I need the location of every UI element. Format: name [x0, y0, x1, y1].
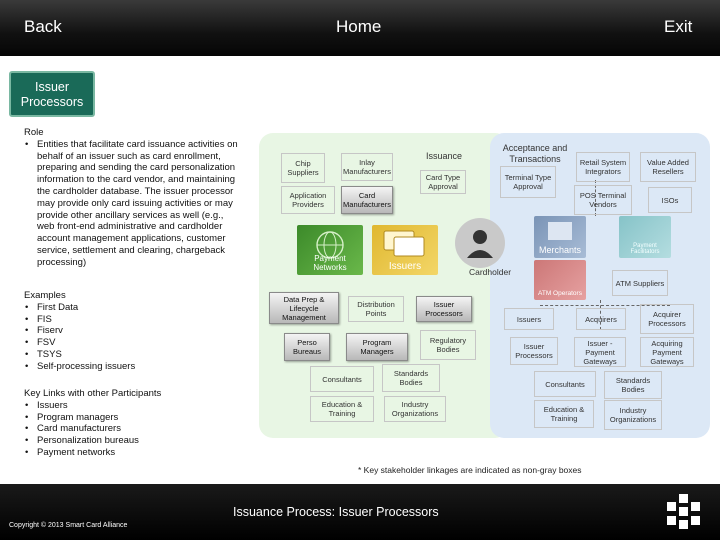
exit-button[interactable]: Exit	[664, 17, 693, 36]
footnote: * Key stakeholder linkages are indicated…	[358, 465, 582, 475]
payment-facilitators-label: Payment Facilitators	[630, 243, 660, 255]
home-button[interactable]: Home	[336, 17, 382, 36]
issuance-zone	[259, 133, 509, 438]
stakeholder-box-pos[interactable]: POS Terminal Vendors	[574, 185, 632, 215]
example-item: TSYS	[24, 349, 242, 361]
stakeholder-box-distpoints[interactable]: Distribution Points	[348, 296, 404, 322]
examples-list: First DataFISFiservFSVTSYSSelf-processin…	[24, 302, 242, 373]
payment-networks-tile: Payment Networks	[297, 225, 363, 275]
store-icon	[548, 222, 572, 240]
footer-title: Issuance Process: Issuer Processors	[233, 505, 439, 519]
key-link-item: Personalization bureaus	[24, 435, 242, 447]
issuers-tile-label: Issuers	[388, 261, 422, 272]
stakeholder-box-acquirers[interactable]: Acquirers	[576, 308, 626, 330]
link-line	[600, 300, 601, 330]
key-link-item: Payment networks	[24, 447, 242, 459]
role-section: Role Entities that facilitate card issua…	[24, 127, 242, 269]
stakeholder-box-indorg2[interactable]: Industry Organizations	[604, 400, 662, 430]
stakeholder-box-cardtype[interactable]: Card Type Approval	[420, 170, 466, 194]
key-link-item: Issuers	[24, 400, 242, 412]
stakeholder-box-appprov[interactable]: Application Providers	[281, 186, 335, 214]
merchants-label: Merchants	[538, 245, 582, 255]
cardholder-icon	[455, 218, 505, 268]
stakeholder-box-chip[interactable]: Chip Suppliers	[281, 153, 325, 183]
key-links-list: IssuersProgram managersCard manufacturer…	[24, 400, 242, 459]
stakeholder-box-issuers[interactable]: Issuers	[504, 308, 554, 330]
role-text: Entities that facilitate card issuance a…	[24, 139, 242, 269]
section-title-line2: Processors	[20, 95, 84, 109]
examples-section: Examples First DataFISFiservFSVTSYSSelf-…	[24, 290, 242, 373]
stakeholder-box-consult2[interactable]: Consultants	[534, 371, 596, 397]
stakeholder-box-progmgr[interactable]: Program Managers	[346, 333, 408, 361]
bottom-bar: Issuance Process: Issuer Processors Copy…	[0, 484, 720, 540]
example-item: Self-processing issuers	[24, 361, 242, 373]
section-title-line1: Issuer	[34, 80, 70, 94]
stakeholder-box-regbodies[interactable]: Regulatory Bodies	[420, 330, 476, 360]
acceptance-zone	[490, 133, 710, 438]
smart-card-alliance-logo	[663, 492, 705, 532]
stakeholder-box-stdbodies2[interactable]: Standards Bodies	[604, 371, 662, 399]
stakeholder-box-stdbodies1[interactable]: Standards Bodies	[382, 364, 440, 392]
key-links-heading: Key Links with other Participants	[24, 388, 162, 399]
key-links-section: Key Links with other Participants Issuer…	[24, 388, 242, 459]
stakeholder-box-acqproc[interactable]: Acquirer Processors	[640, 304, 694, 334]
cardholder-label: Cardholder	[468, 267, 512, 277]
example-item: Fiserv	[24, 325, 242, 337]
top-nav-bar: Back Home Exit	[0, 0, 720, 56]
globe-icon	[316, 231, 344, 259]
role-heading: Role	[24, 127, 44, 138]
stakeholder-box-dataprep[interactable]: Data Prep & Lifecycle Management	[269, 292, 339, 324]
example-item: First Data	[24, 302, 242, 314]
stakeholder-box-acqpg[interactable]: Acquiring Payment Gateways	[640, 337, 694, 367]
stakeholder-box-var[interactable]: Value Added Resellers	[640, 152, 696, 182]
example-item: FSV	[24, 337, 242, 349]
stakeholder-box-inlay[interactable]: Inlay Manufacturers	[341, 153, 393, 181]
stakeholder-box-issproc[interactable]: Issuer Processors	[416, 296, 472, 322]
stakeholder-box-edu2[interactable]: Education & Training	[534, 400, 594, 428]
copyright: Copyright © 2013 Smart Card Alliance	[9, 522, 128, 529]
issuers-tile: Issuers	[372, 225, 438, 275]
atm-operators-label: ATM Operators	[538, 290, 582, 297]
stakeholder-box-terminal[interactable]: Terminal Type Approval	[500, 166, 556, 198]
key-link-item: Program managers	[24, 412, 242, 424]
cards-icon	[383, 230, 425, 257]
stakeholder-box-cardmfr[interactable]: Card Manufacturers	[341, 186, 393, 214]
acceptance-label: Acceptance and Transactions	[502, 143, 568, 164]
key-link-item: Card manufacturers	[24, 423, 242, 435]
stakeholder-box-edu1[interactable]: Education & Training	[310, 396, 374, 422]
stakeholder-box-atm[interactable]: ATM Suppliers	[612, 270, 668, 296]
back-button[interactable]: Back	[24, 17, 62, 36]
atm-operators-tile: ATM Operators	[534, 260, 586, 300]
payment-networks-label: Payment Networks	[313, 254, 347, 272]
stakeholder-box-consult1[interactable]: Consultants	[310, 366, 374, 392]
link-line	[540, 305, 670, 306]
payment-facilitators-tile: Payment Facilitators	[619, 216, 671, 258]
link-line	[595, 180, 596, 216]
stakeholder-box-retail[interactable]: Retail System Integrators	[576, 152, 630, 182]
stakeholder-box-isspg[interactable]: Issuer -Payment Gateways	[574, 337, 626, 367]
merchants-tile: Merchants	[534, 216, 586, 258]
issuance-label: Issuance	[425, 151, 463, 161]
stakeholder-box-issproc2[interactable]: Issuer Processors	[510, 337, 558, 365]
example-item: FIS	[24, 314, 242, 326]
section-title: Issuer Processors	[9, 71, 95, 117]
examples-heading: Examples	[24, 290, 66, 301]
stakeholder-box-perso[interactable]: Perso Bureaus	[284, 333, 330, 361]
stakeholder-box-indorg1[interactable]: Industry Organizations	[384, 396, 446, 422]
stakeholder-box-isos[interactable]: ISOs	[648, 187, 692, 213]
